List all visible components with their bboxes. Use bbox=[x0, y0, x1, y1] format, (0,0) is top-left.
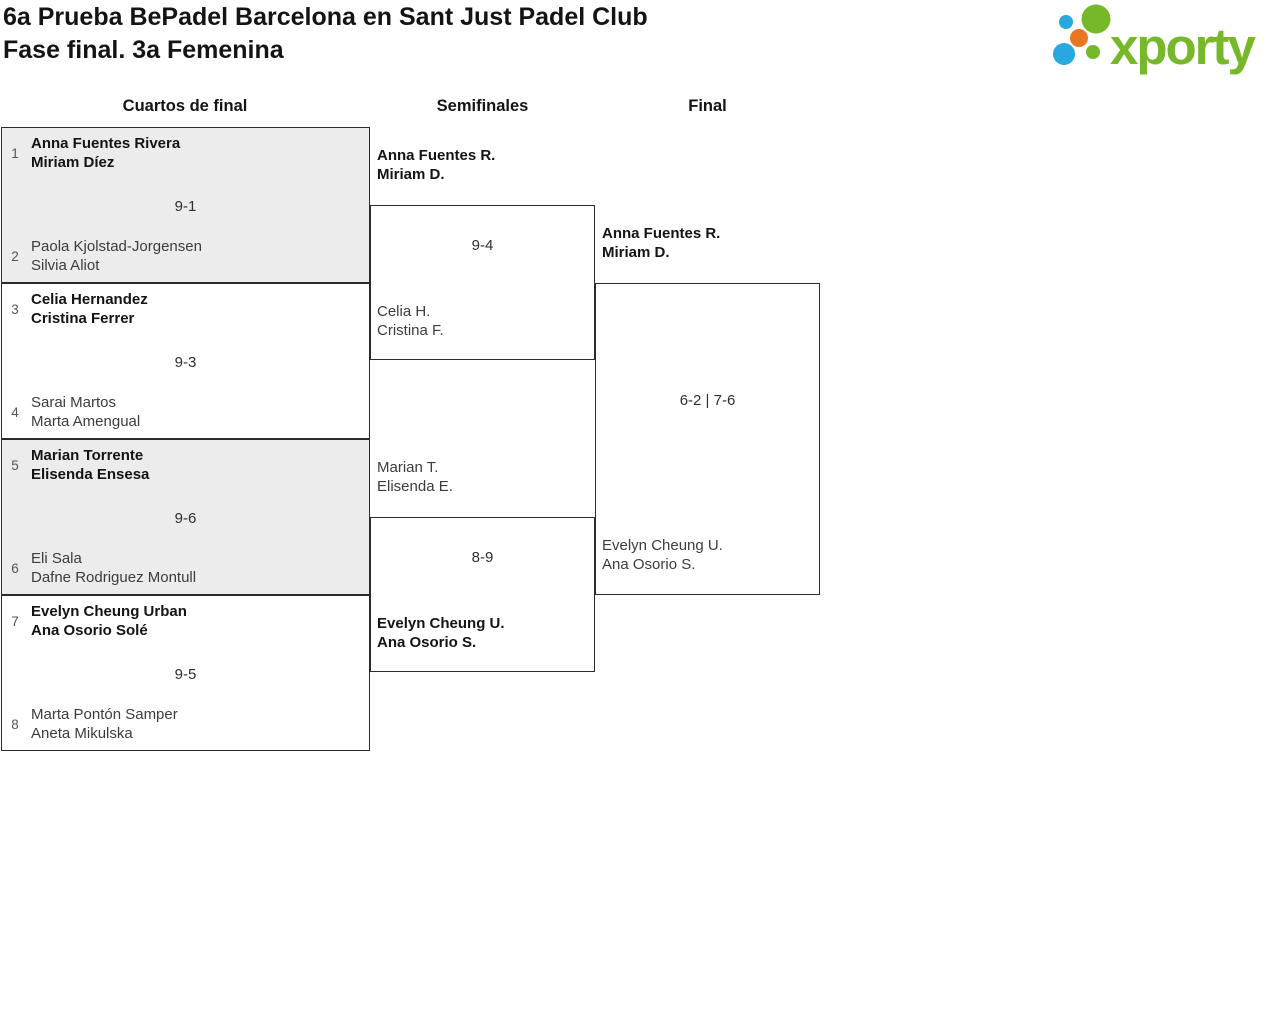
player-name: Anna Fuentes R. bbox=[377, 147, 496, 164]
final-match bbox=[595, 283, 820, 595]
player-name: Paola Kjolstad-Jorgensen bbox=[31, 238, 202, 255]
qf2-top-team: Celia Hernandez Cristina Ferrer bbox=[31, 291, 148, 328]
seed-number: 3 bbox=[11, 302, 19, 317]
player-name: Elisenda E. bbox=[377, 477, 453, 495]
player-name: Miriam D. bbox=[602, 243, 670, 261]
player-name: Ana Osorio Solé bbox=[31, 621, 148, 639]
qf4-bottom-team: Marta Pontón Samper Aneta Mikulska bbox=[31, 706, 178, 743]
sf2-score: 8-9 bbox=[471, 549, 494, 566]
semifinal-match-2 bbox=[370, 517, 595, 672]
player-name: Evelyn Cheung U. bbox=[602, 537, 723, 554]
player-name: Cristina Ferrer bbox=[31, 309, 135, 327]
qf4-score: 9-5 bbox=[174, 666, 197, 683]
page-title-block: 6a Prueba BePadel Barcelona en Sant Just… bbox=[3, 1, 648, 67]
player-name: Sarai Martos bbox=[31, 394, 117, 411]
quarterfinal-match-4: 7 Evelyn Cheung Urban Ana Osorio Solé 9-… bbox=[1, 595, 370, 751]
qf1-top-team: Anna Fuentes Rivera Miriam Díez bbox=[31, 135, 180, 172]
quarterfinal-match-3: 5 Marian Torrente Elisenda Ensesa 9-6 6 … bbox=[1, 439, 370, 595]
qf2-bottom-slot: 4 Sarai Martos Marta Amengual bbox=[7, 394, 140, 431]
xporty-logo: xporty bbox=[1048, 0, 1278, 90]
player-name: Evelyn Cheung U. bbox=[377, 615, 505, 632]
player-name: Aneta Mikulska bbox=[31, 724, 133, 742]
qf1-bottom-slot: 2 Paola Kjolstad-Jorgensen Silvia Aliot bbox=[7, 238, 202, 275]
logo-dot-small-green bbox=[1086, 45, 1100, 59]
qf3-top-slot: 5 Marian Torrente Elisenda Ensesa bbox=[7, 447, 149, 484]
sf2-bottom-team: Evelyn Cheung U. Ana Osorio S. bbox=[377, 615, 505, 652]
page-title: 6a Prueba BePadel Barcelona en Sant Just… bbox=[3, 3, 648, 31]
sf2-top-team: Marian T. Elisenda E. bbox=[377, 459, 453, 496]
player-name: Ana Osorio S. bbox=[602, 555, 696, 573]
qf1-score: 9-1 bbox=[174, 198, 197, 215]
round-header-final: Final bbox=[688, 97, 727, 115]
qf2-bottom-team: Sarai Martos Marta Amengual bbox=[31, 394, 140, 431]
round-header-semifinals: Semifinales bbox=[436, 97, 529, 115]
seed-number: 7 bbox=[11, 614, 19, 629]
seed-number: 2 bbox=[11, 249, 19, 264]
seed-number: 8 bbox=[11, 717, 19, 732]
quarterfinal-match-2: 3 Celia Hernandez Cristina Ferrer 9-3 4 … bbox=[1, 283, 370, 439]
player-name: Miriam D. bbox=[377, 165, 445, 183]
player-name: Marta Pontón Samper bbox=[31, 706, 178, 723]
qf1-bottom-team: Paola Kjolstad-Jorgensen Silvia Aliot bbox=[31, 238, 202, 275]
qf4-top-slot: 7 Evelyn Cheung Urban Ana Osorio Solé bbox=[7, 603, 187, 640]
logo-wordmark: xporty bbox=[1110, 18, 1257, 75]
sf1-bottom-team: Celia H. Cristina F. bbox=[377, 303, 444, 340]
qf3-score: 9-6 bbox=[174, 510, 197, 527]
player-name: Anna Fuentes R. bbox=[602, 225, 721, 242]
seed-number: 1 bbox=[11, 146, 19, 161]
player-name: Elisenda Ensesa bbox=[31, 465, 150, 483]
sf1-score: 9-4 bbox=[471, 237, 494, 254]
quarterfinal-match-1: 1 Anna Fuentes Rivera Miriam Díez 9-1 2 … bbox=[1, 127, 370, 283]
final-score: 6-2 | 7-6 bbox=[679, 392, 736, 409]
qf1-top-slot: 1 Anna Fuentes Rivera Miriam Díez bbox=[7, 135, 180, 172]
qf3-bottom-team: Eli Sala Dafne Rodriguez Montull bbox=[31, 550, 196, 587]
seed-number: 6 bbox=[11, 561, 19, 576]
qf2-score: 9-3 bbox=[174, 354, 197, 371]
player-name: Miriam Díez bbox=[31, 153, 115, 171]
player-name: Marta Amengual bbox=[31, 412, 141, 430]
logo-dot-large-green bbox=[1081, 4, 1111, 34]
player-name: Cristina F. bbox=[377, 321, 444, 339]
sf1-top-team: Anna Fuentes R. Miriam D. bbox=[377, 147, 495, 184]
player-name: Marian Torrente bbox=[31, 447, 144, 464]
player-name: Anna Fuentes Rivera bbox=[31, 135, 181, 152]
player-name: Evelyn Cheung Urban bbox=[31, 603, 187, 620]
player-name: Celia Hernandez bbox=[31, 291, 148, 308]
page-subtitle: Fase final. 3a Femenina bbox=[3, 36, 284, 64]
qf4-top-team: Evelyn Cheung Urban Ana Osorio Solé bbox=[31, 603, 187, 640]
player-name: Marian T. bbox=[377, 459, 439, 476]
player-name: Eli Sala bbox=[31, 550, 82, 567]
player-name: Ana Osorio S. bbox=[377, 633, 477, 651]
qf3-top-team: Marian Torrente Elisenda Ensesa bbox=[31, 447, 149, 484]
round-header-quarterfinals: Cuartos de final bbox=[122, 97, 248, 115]
logo-dot-orange bbox=[1070, 29, 1088, 47]
seed-number: 5 bbox=[11, 458, 19, 473]
logo-dot-large-blue bbox=[1053, 43, 1075, 65]
seed-number: 4 bbox=[11, 405, 19, 420]
qf3-bottom-slot: 6 Eli Sala Dafne Rodriguez Montull bbox=[7, 550, 196, 587]
qf2-top-slot: 3 Celia Hernandez Cristina Ferrer bbox=[7, 291, 148, 328]
final-bottom-team: Evelyn Cheung U. Ana Osorio S. bbox=[602, 537, 723, 574]
player-name: Silvia Aliot bbox=[31, 256, 100, 274]
final-top-team: Anna Fuentes R. Miriam D. bbox=[602, 225, 720, 262]
qf4-bottom-slot: 8 Marta Pontón Samper Aneta Mikulska bbox=[7, 706, 178, 743]
player-name: Dafne Rodriguez Montull bbox=[31, 568, 197, 586]
player-name: Celia H. bbox=[377, 303, 431, 320]
xporty-logo-graphic: xporty bbox=[1053, 4, 1259, 75]
logo-dot-small-blue bbox=[1059, 15, 1073, 29]
semifinal-match-1 bbox=[370, 205, 595, 360]
